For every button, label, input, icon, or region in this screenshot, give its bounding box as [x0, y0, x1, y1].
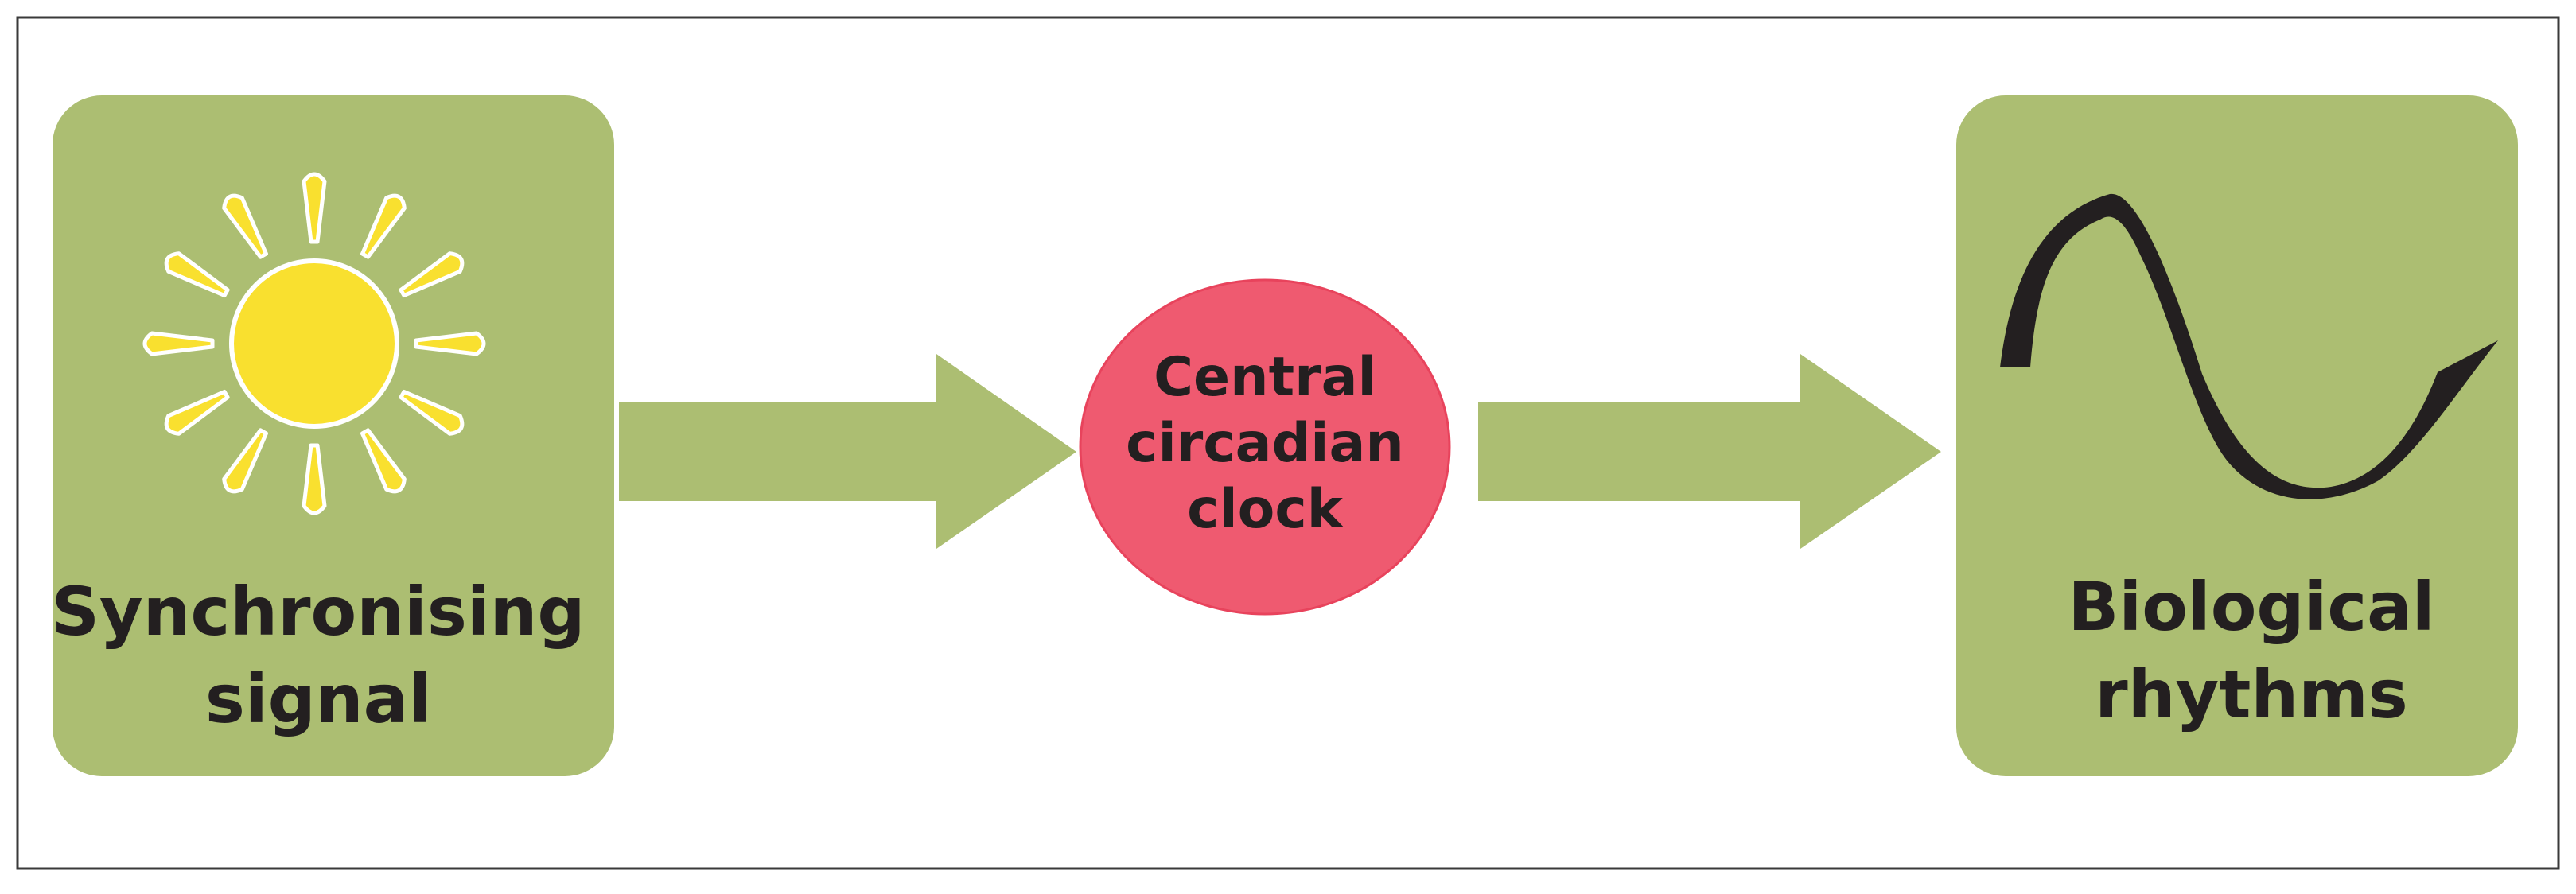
synchronising-signal-node: Synchronising signal: [51, 95, 614, 776]
rhythms-label-line1: Biological: [2068, 568, 2434, 646]
arrow-signal-to-clock: [619, 354, 1076, 549]
clock-circle: [1079, 278, 1451, 616]
arrow-clock-to-rhythms: [1478, 354, 1941, 549]
sun-ray: [142, 331, 215, 356]
sun-ray: [399, 390, 465, 436]
rhythms-label-line2: rhythms: [2095, 655, 2407, 733]
sun-ray: [399, 251, 465, 297]
sun-ray: [302, 443, 327, 515]
sun-ray: [222, 193, 268, 259]
sun-icon: [142, 172, 486, 515]
sun-ray: [302, 172, 327, 244]
clock-label-line3: clock: [1187, 478, 1344, 541]
signal-label-line2: signal: [205, 660, 431, 738]
sun-ray: [360, 428, 407, 494]
rhythms-box: [1956, 95, 2518, 776]
sun-ray: [164, 390, 230, 436]
sun-ray: [360, 193, 407, 259]
sun-ray: [164, 251, 230, 297]
clock-label-line2: circadian: [1126, 412, 1404, 475]
sun-ray: [222, 428, 268, 494]
sun-ray: [414, 331, 486, 356]
biological-rhythms-node: Biological rhythms: [1956, 95, 2518, 776]
clock-label-line1: Central: [1154, 346, 1376, 409]
central-circadian-clock-node: Central circadian clock: [1079, 278, 1451, 616]
signal-label-line1: Synchronising: [51, 573, 585, 651]
